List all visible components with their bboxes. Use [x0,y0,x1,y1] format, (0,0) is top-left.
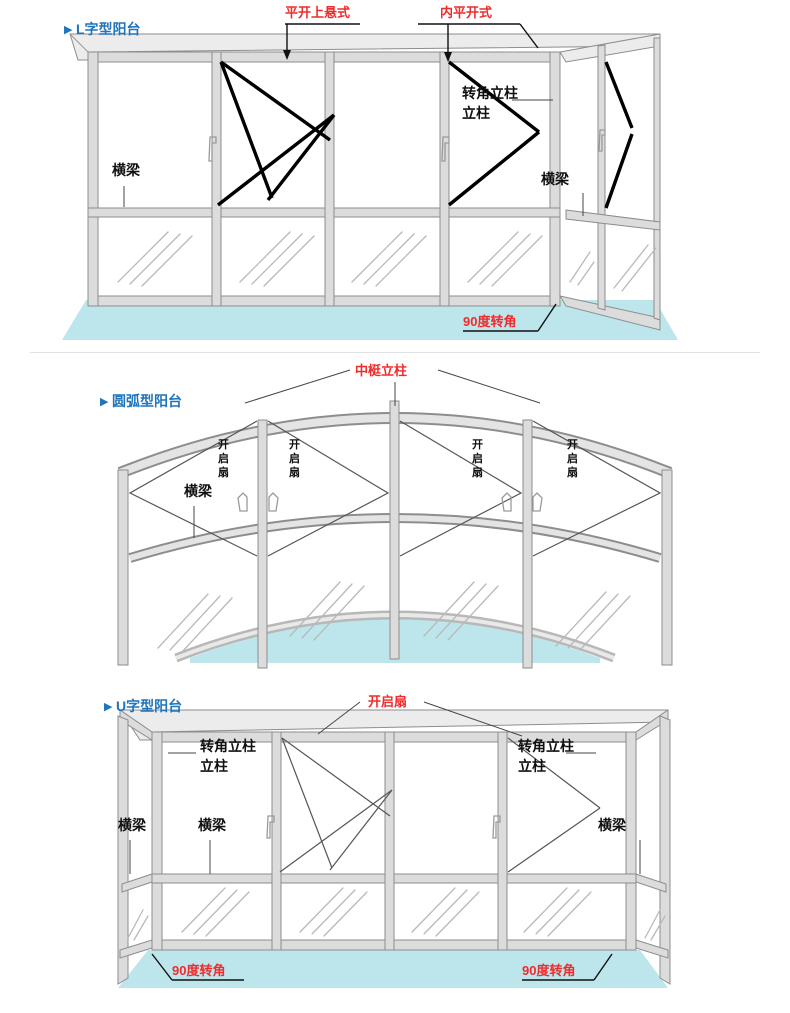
label-sash-1: 开启扇 [218,438,229,479]
mullion-1 [211,51,222,307]
u-sash-indicator-right [507,737,601,873]
u-mullion-2 [384,731,395,951]
wing-sash-indicator [604,61,634,209]
label-u-beam-far-left: 横梁 [118,817,147,833]
window-handle-icon-1 [208,136,217,162]
arc-shape-drawing: ▶ 圆弧型阳台 中梃立柱 开启扇 开启扇 开启扇 开启扇 横梁 [100,363,673,669]
label-casement-top-hung: 平开上悬式 [285,5,350,20]
leader-mullion-left [244,369,351,404]
label-corner-post: 转角立柱 [462,85,518,101]
leader-mullion-right [437,369,541,404]
panel-title-l-shape: L字型阳台 [76,21,141,37]
label-inward-casement: 内平开式 [440,5,492,20]
label-beam-right: 横梁 [541,171,570,187]
label-u-corner-post-left: 转角立柱 [200,738,256,754]
arc-left-stile [117,469,129,666]
leader-arrow-top-right [444,52,452,62]
u-glass-shine [181,887,592,937]
arc-glass-shine [157,581,631,653]
wing-right-stile [653,37,661,321]
wing-mullion [597,44,606,311]
u-left-wing-shine [127,909,149,941]
frame-bottom-rail [87,295,561,307]
panel-l-shape-balcony: ▶ L字型阳台 平开上悬式 内平开式 转角立柱 立柱 横梁 横梁 90度转角 [0,0,790,355]
arc-mullion-2 [522,419,533,669]
label-u-corner-post-left-2: 立柱 [200,758,228,774]
label-u-sash: 开启扇 [368,694,407,709]
arc-sash-indicators [128,420,662,557]
label-u-90-left: 90度转角 [172,963,225,978]
panel-title-arc: 圆弧型阳台 [112,393,182,409]
u-window-handle-icon-1 [266,815,275,839]
crossbeam-mid-rail [87,207,561,218]
u-left-wing-stile [117,715,129,985]
frame-left-stile [87,51,99,307]
label-sash-4: 开启扇 [567,438,578,479]
label-corner-post-line2: 立柱 [462,105,490,121]
u-window-handle-icon-2 [492,815,501,839]
panel-title-u-shape: U字型阳台 [116,698,182,714]
title-marker-icon: ▶ [64,24,73,36]
wing-glass-shine [569,244,657,292]
label-u-beam-right: 横梁 [598,817,627,833]
window-handle-icon-3 [598,129,606,152]
arc-window-handle-icon-2 [501,492,543,512]
leader-90-diag [537,303,557,332]
label-beam-left: 横梁 [112,162,141,178]
mullion-2 [324,51,335,307]
label-mullion-post: 中梃立柱 [355,363,407,378]
u-sash-indicator-center [279,737,393,873]
u-shape-drawing: ▶ U字型阳台 开启扇 转角立柱 立柱 转角立柱 立柱 横梁 横梁 横梁 90度… [104,694,671,988]
glass-shine-lines [117,231,543,287]
panel-divider-1 [30,352,760,353]
frame-top-rail [87,51,561,63]
u-floor [118,950,668,988]
window-handle-icon-2 [441,136,450,162]
leader-u-sash-right [423,701,523,737]
arc-title-marker-icon: ▶ [100,396,109,408]
leader-u-90-right-diag [593,953,613,981]
wing-crossbeam [565,209,661,231]
panel-arc-balcony: ▶ 圆弧型阳台 中梃立柱 开启扇 开启扇 开启扇 开启扇 横梁 [0,358,790,688]
label-90-corner: 90度转角 [463,314,516,329]
mullion-3 [439,51,450,307]
u-frame-right-stile [625,731,637,951]
arc-mullion-1 [257,419,268,669]
leader-top-right-b [519,23,539,49]
arc-window-handle-icon-1 [237,492,279,512]
label-u-90-right: 90度转角 [522,963,575,978]
leader-arrow-top-left [283,50,291,60]
u-frame-left-stile [151,731,163,951]
leader-u-90-left-diag [151,953,173,981]
u-right-wing-shine [644,909,666,941]
u-right-wing-stile [659,715,671,985]
u-mullion-1 [271,731,282,951]
u-mullion-3 [497,731,508,951]
ceiling-edge [69,33,89,53]
label-u-corner-post-right-2: 立柱 [518,758,546,774]
floor-area [62,300,678,340]
arc-mullion-center [389,400,400,660]
label-sash-3: 开启扇 [472,438,483,479]
leader-u-sash-left [317,701,361,735]
label-u-corner-post-right: 转角立柱 [518,738,574,754]
wing-bottom-rail [558,295,661,331]
l-shape-drawing: ▶ L字型阳台 平开上悬式 内平开式 转角立柱 立柱 横梁 横梁 90度转角 [62,5,678,340]
u-title-marker-icon: ▶ [104,701,113,713]
arc-right-stile [661,469,673,666]
label-arc-beam: 横梁 [184,483,213,499]
sash-indicator-inward-casement [447,60,541,207]
panel-u-shape-balcony: ▶ U字型阳台 开启扇 转角立柱 立柱 转角立柱 立柱 横梁 横梁 横梁 90度… [0,688,790,1013]
sash-indicator-casement-top-hung [216,60,336,207]
label-sash-2: 开启扇 [289,438,300,479]
label-u-beam-left: 横梁 [198,817,227,833]
